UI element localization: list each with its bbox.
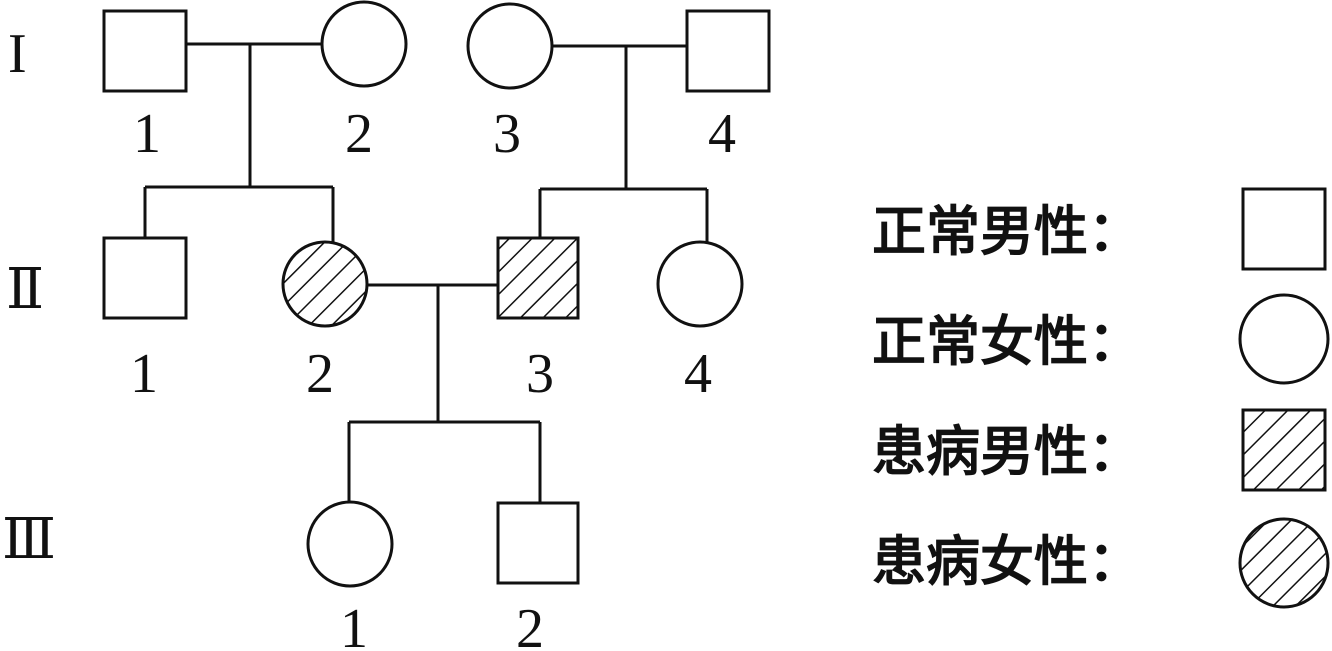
legend-symbol-normal-male <box>1241 187 1327 271</box>
individual-II-4-female-symbol <box>656 240 744 328</box>
pedigree-lines <box>143 42 709 503</box>
individual-II-2-female-symbol <box>281 240 369 328</box>
individual-number-I-4: 4 <box>708 103 736 165</box>
individual-number-I-2: 2 <box>345 103 373 165</box>
generation-label-III: Ⅲ <box>2 509 56 571</box>
individual-number-I-1: 1 <box>133 103 161 165</box>
legend-symbol-normal-female <box>1238 293 1330 385</box>
individual-number-III-2: 2 <box>516 598 544 651</box>
individual-number-I-3: 3 <box>493 103 521 165</box>
individual-III-2-male-symbol <box>496 501 580 585</box>
individual-number-II-2: 2 <box>306 343 334 405</box>
individual-number-II-4: 4 <box>684 343 712 405</box>
individual-II-1-male-symbol <box>102 236 188 320</box>
legend-label-normal-female: 正常女性： <box>872 310 1142 373</box>
individual-III-1-female-symbol <box>306 500 394 588</box>
legend-symbol-affected-female <box>1238 517 1330 609</box>
legend-label-affected-female: 患病女性： <box>872 530 1142 593</box>
legend-label-normal-male: 正常男性： <box>872 200 1142 263</box>
legend-label-affected-male: 患病男性： <box>872 420 1142 483</box>
individual-number-II-1: 1 <box>130 343 158 405</box>
legend: 正常男性： 正常女性： 患病男性： 患病女性： <box>872 187 1330 609</box>
individual-I-1-male-symbol <box>102 9 188 93</box>
individual-II-3-male-symbol <box>496 236 580 320</box>
generation-label-II: Ⅱ <box>6 259 44 321</box>
legend-symbol-affected-male <box>1241 408 1327 492</box>
individual-I-3-female-symbol <box>466 2 554 90</box>
individual-number-III-1: 1 <box>340 598 368 651</box>
individual-number-II-3: 3 <box>526 343 554 405</box>
generation-label-I: I <box>8 23 27 85</box>
individual-I-2-female-symbol <box>320 0 408 88</box>
individual-I-4-male-symbol <box>685 9 771 93</box>
